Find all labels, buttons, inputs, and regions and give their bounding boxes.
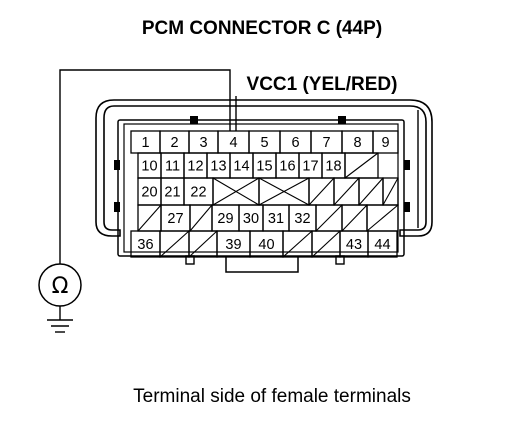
terminal-9: 9 <box>372 130 399 154</box>
terminal-label: 21 <box>164 185 180 201</box>
terminal-label: 5 <box>260 135 268 151</box>
terminal-label: 44 <box>374 237 390 253</box>
terminal-label: 11 <box>165 159 180 175</box>
terminal-label: 43 <box>346 237 362 253</box>
terminal-label: 29 <box>217 211 233 227</box>
terminal-label: 2 <box>170 135 178 151</box>
terminal-label: 9 <box>381 135 389 151</box>
ground-icon <box>47 319 73 333</box>
caption: Terminal side of female terminals <box>133 386 411 407</box>
wire-label: VCC1 (YEL/RED) <box>247 74 398 95</box>
terminal-label: 31 <box>268 211 284 227</box>
terminal-label: 30 <box>243 211 259 227</box>
diagram-title: PCM CONNECTOR C (44P) <box>142 18 382 39</box>
terminal-label: 8 <box>353 135 361 151</box>
terminal-label: 27 <box>167 211 183 227</box>
terminal-label: 1 <box>141 135 149 151</box>
terminal-label: 10 <box>141 159 157 175</box>
terminal-label: 17 <box>302 159 318 175</box>
connector-housing <box>95 99 433 273</box>
terminal-label: 13 <box>210 159 226 175</box>
meter-symbol: Ω <box>52 274 69 299</box>
terminal-label: 20 <box>141 185 157 201</box>
terminal-label: 12 <box>187 159 203 175</box>
terminal-label: 16 <box>279 159 295 175</box>
terminal-44: 44 <box>367 230 398 258</box>
terminal-label: 36 <box>137 237 153 253</box>
terminal-label: 22 <box>190 185 206 201</box>
terminal-label: 32 <box>294 211 310 227</box>
terminal-label: 7 <box>322 135 330 151</box>
terminal-label: 15 <box>256 159 272 175</box>
terminal-label: 4 <box>229 135 237 151</box>
terminal-label: 18 <box>325 159 341 175</box>
terminal-label: 39 <box>225 237 241 253</box>
terminal-label: 6 <box>291 135 299 151</box>
terminal-label: 14 <box>233 159 249 175</box>
terminal-label: 3 <box>199 135 207 151</box>
terminal-label: 40 <box>258 237 274 253</box>
